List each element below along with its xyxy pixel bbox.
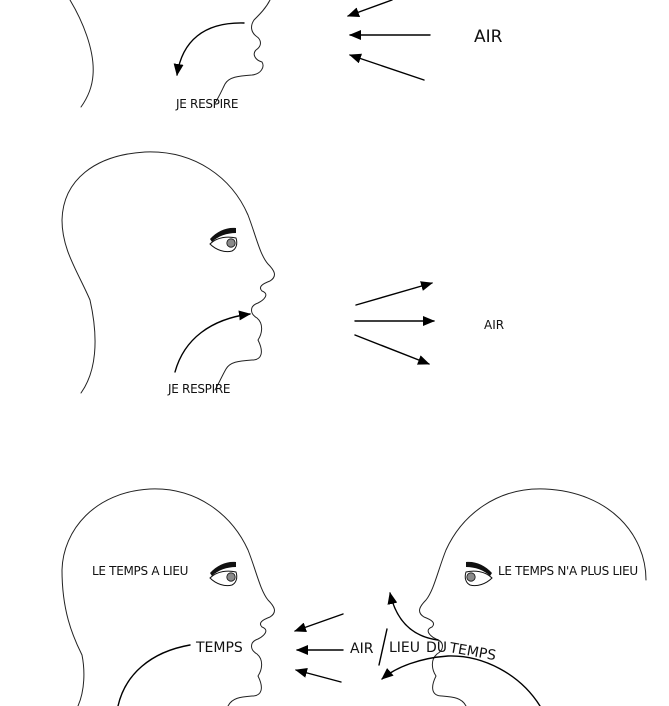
- inhale-curve-arrow: [173, 22, 245, 76]
- head-outline-middle: [61, 151, 275, 394]
- du-label: DU: [426, 640, 447, 656]
- eyebrow-bottom-left: [210, 561, 236, 576]
- divider-slash: [378, 628, 388, 666]
- air-label-middle: AIR: [484, 318, 504, 332]
- je-respire-label-middle: JE RESPIRE: [167, 382, 230, 396]
- head-outline-bottom-right: [419, 488, 647, 706]
- air-arrow-up: [355, 281, 433, 306]
- le-temps-a-lieu-label: LE TEMPS A LIEU: [92, 564, 188, 578]
- temps-curved-label: TEMPS: [447, 640, 497, 664]
- air-arrow-left-lower: [295, 668, 342, 683]
- pupil-bottom-right: [466, 572, 476, 582]
- je-respire-label-top: JE RESPIRE: [175, 97, 238, 111]
- air-label-bottom: AIR: [350, 641, 374, 657]
- panel-inhale: AIR JE RESPIRE: [69, 0, 503, 111]
- pupil-middle: [226, 238, 236, 248]
- air-arrow-lower: [349, 53, 425, 81]
- eyebrow-bottom-right: [466, 561, 492, 576]
- air-arrow-upper: [347, 0, 393, 17]
- temps-label: TEMPS: [195, 640, 243, 656]
- lieu-du-temps-curve-arrow: [381, 655, 541, 706]
- exhale-curve-arrow: [174, 310, 251, 373]
- air-label-top: AIR: [474, 27, 503, 47]
- head-outline-bottom-left: [61, 488, 275, 706]
- air-arrow-left-upper: [294, 613, 344, 633]
- pupil-bottom-left: [226, 572, 236, 582]
- eyebrow-middle: [210, 227, 236, 242]
- lieu-label: LIEU: [389, 640, 420, 656]
- head-outline-top-back: [69, 0, 94, 108]
- inhale-curve-arrow-right: [387, 592, 439, 641]
- panel-exhale: AIR JE RESPIRE: [61, 151, 504, 396]
- face-profile-top: [214, 0, 271, 104]
- panel-dialogue: LE TEMPS A LIEU LE TEMPS N'A PLUS LIEU T…: [61, 488, 647, 706]
- temps-curve: [117, 644, 191, 706]
- air-arrow-down: [354, 334, 430, 365]
- le-temps-na-plus-lieu-label: LE TEMPS N'A PLUS LIEU: [498, 564, 638, 578]
